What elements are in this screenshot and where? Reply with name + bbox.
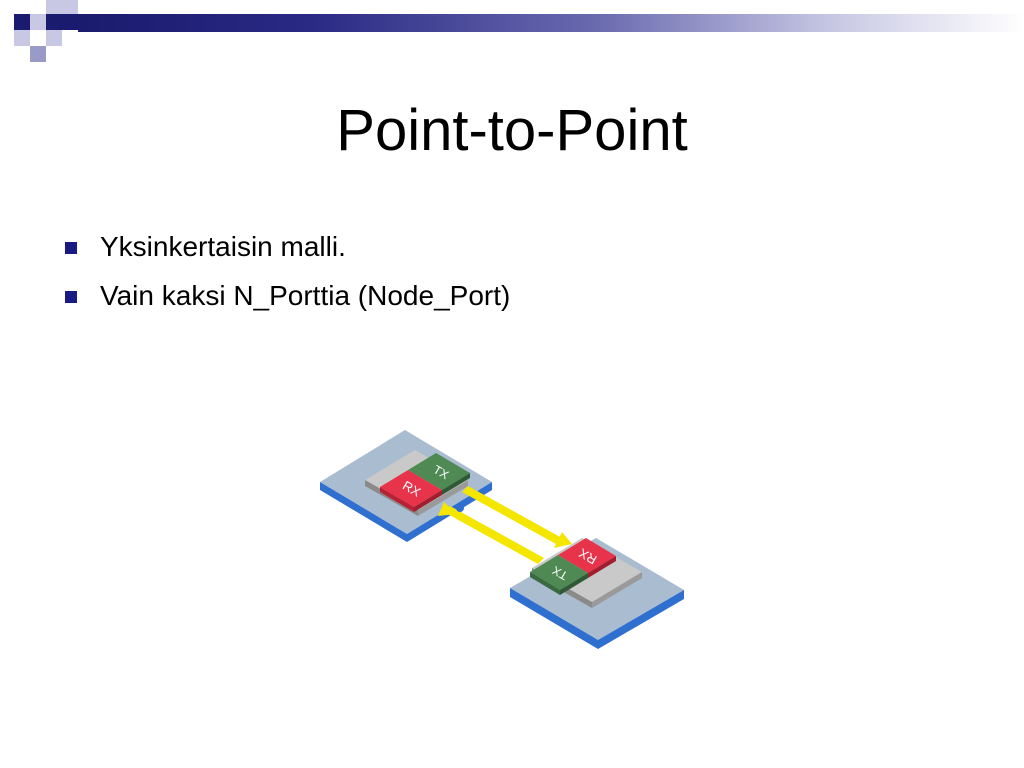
bullet-text: Yksinkertaisin malli. (100, 231, 346, 262)
right-node: RX TX (510, 538, 684, 649)
slide-title: Point-to-Point (336, 98, 688, 163)
bullet-item: Yksinkertaisin malli. (60, 230, 510, 264)
left-tx-port: TX (408, 453, 470, 495)
right-rx-port: RX (558, 538, 616, 578)
left-tx-label: TX (431, 462, 451, 482)
corner-decoration (0, 0, 80, 64)
right-tx-label: TX (550, 563, 570, 583)
left-rx-port: RX (380, 470, 442, 512)
bullet-text: Vain kaksi N_Porttia (Node_Port) (100, 280, 511, 311)
bullet-square-icon (65, 242, 77, 254)
link-arrows (438, 486, 572, 564)
bullet-item: Vain kaksi N_Porttia (Node_Port) (60, 279, 510, 313)
bullet-list: Yksinkertaisin malli. Vain kaksi N_Portt… (60, 230, 510, 328)
right-tx-port: TX (530, 555, 588, 595)
title-bar-gradient (78, 14, 1024, 32)
bullet-square-icon (65, 291, 77, 303)
point-to-point-diagram: TX RX RX (320, 430, 684, 649)
left-node: TX RX (320, 430, 492, 542)
